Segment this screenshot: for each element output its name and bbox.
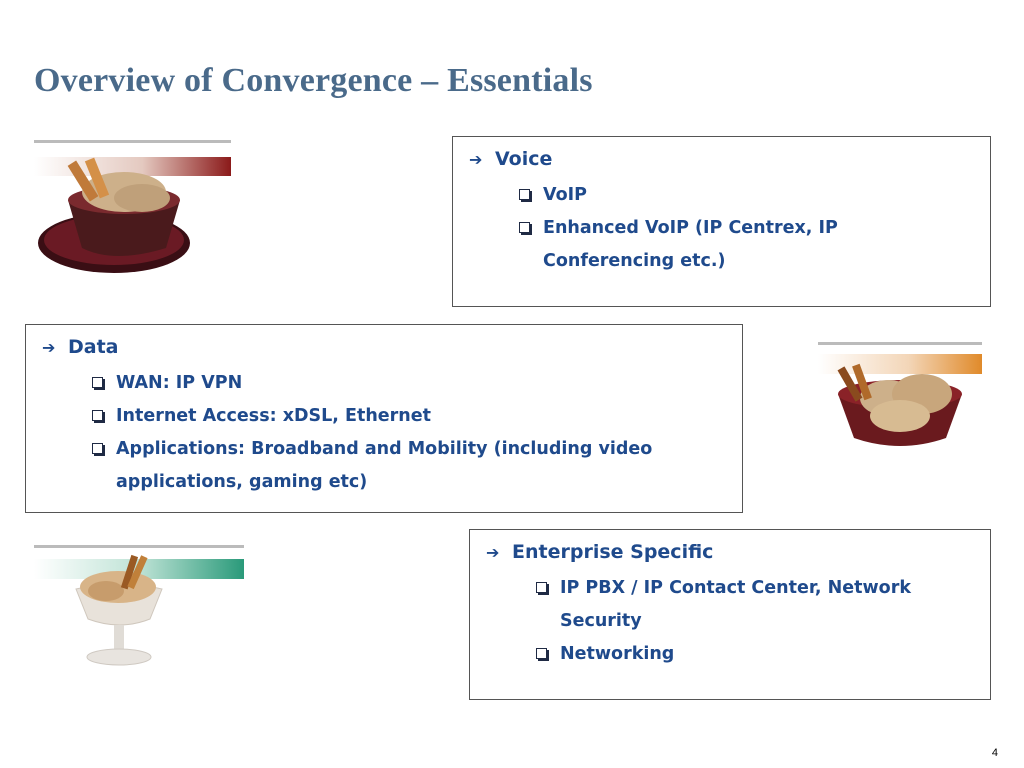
checkbox-bullet-icon bbox=[536, 648, 547, 659]
bullet-arrow-icon: ➔ bbox=[486, 543, 500, 562]
checkbox-bullet-icon bbox=[92, 443, 103, 454]
list-item: WAN: IP VPN bbox=[88, 367, 708, 400]
ice-cream-bowl-red-image bbox=[818, 342, 984, 474]
list-item: VoIP bbox=[515, 179, 875, 212]
voice-heading-label: Voice bbox=[495, 148, 553, 170]
checkbox-bullet-icon bbox=[92, 377, 103, 388]
enterprise-heading-label: Enterprise Specific bbox=[512, 541, 714, 563]
page-title: Overview of Convergence – Essentials bbox=[34, 62, 593, 99]
voice-list: VoIP Enhanced VoIP (IP Centrex, IP Confe… bbox=[515, 179, 875, 278]
data-heading-label: Data bbox=[68, 336, 119, 358]
page-number: 4 bbox=[991, 747, 998, 759]
list-item: Internet Access: xDSL, Ethernet bbox=[88, 400, 708, 433]
ice-cream-glass-cup-image bbox=[34, 545, 246, 675]
checkbox-bullet-icon bbox=[536, 582, 547, 593]
enterprise-heading: ➔ Enterprise Specific bbox=[486, 541, 713, 563]
data-heading: ➔ Data bbox=[42, 336, 119, 358]
checkbox-bullet-icon bbox=[519, 222, 530, 233]
ice-cream-bowl-dark-image bbox=[34, 140, 234, 290]
list-item: Networking bbox=[532, 638, 972, 671]
data-list: WAN: IP VPN Internet Access: xDSL, Ether… bbox=[88, 367, 708, 499]
checkbox-bullet-icon bbox=[519, 189, 530, 200]
enterprise-box: ➔ Enterprise Specific IP PBX / IP Contact… bbox=[469, 529, 991, 700]
ice-cream-glass-cup-icon bbox=[34, 545, 244, 666]
checkbox-bullet-icon bbox=[92, 410, 103, 421]
list-item: Applications: Broadband and Mobility (in… bbox=[88, 433, 708, 499]
list-item: IP PBX / IP Contact Center, Network Secu… bbox=[532, 572, 972, 638]
voice-heading: ➔ Voice bbox=[469, 148, 552, 170]
ice-cream-bowl-red-icon bbox=[818, 342, 982, 446]
data-box: ➔ Data WAN: IP VPN Internet Access: xDSL,… bbox=[25, 324, 743, 513]
bullet-arrow-icon: ➔ bbox=[469, 150, 483, 169]
list-item: Enhanced VoIP (IP Centrex, IP Conferenci… bbox=[515, 212, 875, 278]
bullet-arrow-icon: ➔ bbox=[42, 338, 56, 357]
enterprise-list: IP PBX / IP Contact Center, Network Secu… bbox=[532, 572, 972, 671]
ice-cream-bowl-dark-icon bbox=[34, 140, 231, 273]
voice-box: ➔ Voice VoIP Enhanced VoIP (IP Centrex, I… bbox=[452, 136, 991, 307]
